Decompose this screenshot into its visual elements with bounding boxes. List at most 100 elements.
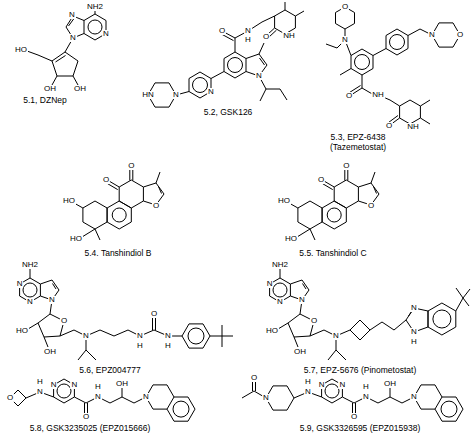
aromatic-ring bbox=[390, 35, 405, 50]
epz004777-side-chain bbox=[86, 317, 233, 348]
atom-label: O bbox=[102, 176, 110, 184]
atom-label: N bbox=[428, 31, 436, 39]
atom-label: H bbox=[164, 342, 172, 350]
compound-caption: 5.5. Tanshindiol C bbox=[297, 249, 368, 258]
atom-label: HO bbox=[69, 235, 83, 243]
atom-label: NH2 bbox=[21, 261, 39, 269]
pinometostat-nucleoside bbox=[270, 269, 346, 360]
atom-label: N bbox=[142, 393, 150, 401]
atom-label: N bbox=[207, 88, 215, 96]
atom-label: NH bbox=[371, 91, 385, 99]
atom-label: O bbox=[310, 317, 318, 325]
atom-label: O bbox=[152, 202, 160, 210]
atom-label: N bbox=[339, 381, 347, 389]
acetylpiperidine-ring bbox=[242, 381, 294, 410]
atom-label: N bbox=[304, 388, 312, 396]
compound-caption: 5.4. Tanshindiol B bbox=[83, 249, 154, 258]
compound-caption: 5.6, EPZ004777 bbox=[77, 366, 142, 375]
tanshindiol-c-structure bbox=[289, 170, 379, 240]
bonds bbox=[27, 8, 106, 85]
atom-label: N bbox=[298, 296, 306, 304]
atom-label: N bbox=[68, 11, 76, 19]
bonds bbox=[336, 288, 470, 340]
tanshindiol-b-structure bbox=[74, 170, 164, 240]
gsk3326595-core bbox=[294, 379, 463, 421]
atom-label: HO bbox=[15, 327, 29, 335]
atom-label: O bbox=[127, 162, 135, 170]
atom-label: N bbox=[362, 393, 370, 401]
atom-label: N bbox=[82, 332, 90, 340]
aromatic-ring bbox=[193, 78, 208, 93]
atom-label: O bbox=[456, 31, 464, 39]
atom-label: N bbox=[266, 280, 274, 288]
atom-label: N bbox=[410, 304, 418, 312]
atom-label: HO bbox=[284, 235, 298, 243]
atom-label: N bbox=[71, 381, 79, 389]
atom-label: O bbox=[262, 33, 270, 41]
gsk126-structure bbox=[148, 2, 304, 107]
atom-label: N bbox=[332, 332, 340, 340]
pinometostat-side-chain bbox=[336, 288, 470, 340]
atom-label: HO bbox=[62, 197, 76, 205]
atom-label: O bbox=[6, 394, 14, 402]
atom-label: O bbox=[385, 122, 393, 130]
aromatic-ring bbox=[88, 20, 102, 34]
compound-caption: 5.7, EPZ-5676 (Pinometostat) bbox=[302, 366, 418, 375]
aromatic-ring bbox=[355, 55, 370, 70]
atom-label: O bbox=[250, 374, 258, 382]
atom-label: OH bbox=[43, 85, 57, 93]
atom-label: H bbox=[304, 378, 312, 386]
gsk3235025-core bbox=[26, 379, 195, 421]
atom-label: N bbox=[262, 394, 270, 402]
aromatic-ring bbox=[228, 58, 243, 73]
atom-label: N bbox=[48, 296, 56, 304]
compound-caption: 5.2, GSK126 bbox=[202, 108, 255, 117]
atom-label: O bbox=[341, 3, 349, 11]
atom-label: H bbox=[362, 383, 370, 391]
epz004777-nucleoside bbox=[20, 269, 96, 360]
atom-label: N bbox=[244, 27, 252, 35]
atom-label: N bbox=[136, 332, 144, 340]
atom-label: N bbox=[410, 393, 418, 401]
compound-caption: 5.8, GSK3235025 (EPZ015666) bbox=[28, 424, 153, 433]
atom-label: N bbox=[36, 388, 44, 396]
atom-label: H bbox=[136, 342, 144, 350]
compound-caption: 5.3, EPZ-6438 bbox=[329, 133, 388, 142]
atom-label: N bbox=[50, 381, 58, 389]
atom-label: H bbox=[244, 36, 252, 44]
atom-label: O bbox=[218, 27, 226, 35]
atom-label: HO bbox=[14, 46, 28, 54]
atom-label: N bbox=[318, 381, 326, 389]
dznep-structure bbox=[27, 8, 106, 85]
atom-label: OH bbox=[73, 85, 87, 93]
atom-label: O bbox=[317, 176, 325, 184]
atom-label: HO bbox=[277, 197, 291, 205]
atom-label: NH bbox=[406, 123, 420, 131]
atom-label: N bbox=[94, 393, 102, 401]
atom-label: N bbox=[26, 298, 34, 306]
atom-label: N bbox=[255, 72, 263, 80]
bonds bbox=[326, 7, 460, 125]
atom-label: N bbox=[164, 332, 172, 340]
compound-caption: 5.1, DZNep bbox=[21, 96, 68, 105]
atom-label: NH bbox=[282, 32, 296, 40]
tazemetostat-structure bbox=[326, 7, 460, 125]
atom-label: N bbox=[276, 298, 284, 306]
atom-label: N bbox=[172, 91, 180, 99]
atom-label: OH bbox=[293, 348, 307, 356]
atom-label: O bbox=[345, 92, 353, 100]
atom-label: NH2 bbox=[271, 261, 289, 269]
atom-label: O bbox=[342, 162, 350, 170]
atom-label: HN bbox=[141, 91, 155, 99]
atom-label: OH bbox=[115, 380, 129, 388]
atom-label: N bbox=[410, 328, 418, 336]
atom-label: OH bbox=[383, 380, 397, 388]
atom-label: H bbox=[94, 383, 102, 391]
atom-label: O bbox=[350, 413, 358, 421]
compound-caption: 5.9, GSK3326595 (EPZ015938) bbox=[298, 424, 423, 433]
atom-label: O bbox=[367, 202, 375, 210]
atom-label: H bbox=[410, 338, 418, 346]
atom-label: H bbox=[36, 378, 44, 386]
atom-label: HO bbox=[265, 327, 279, 335]
